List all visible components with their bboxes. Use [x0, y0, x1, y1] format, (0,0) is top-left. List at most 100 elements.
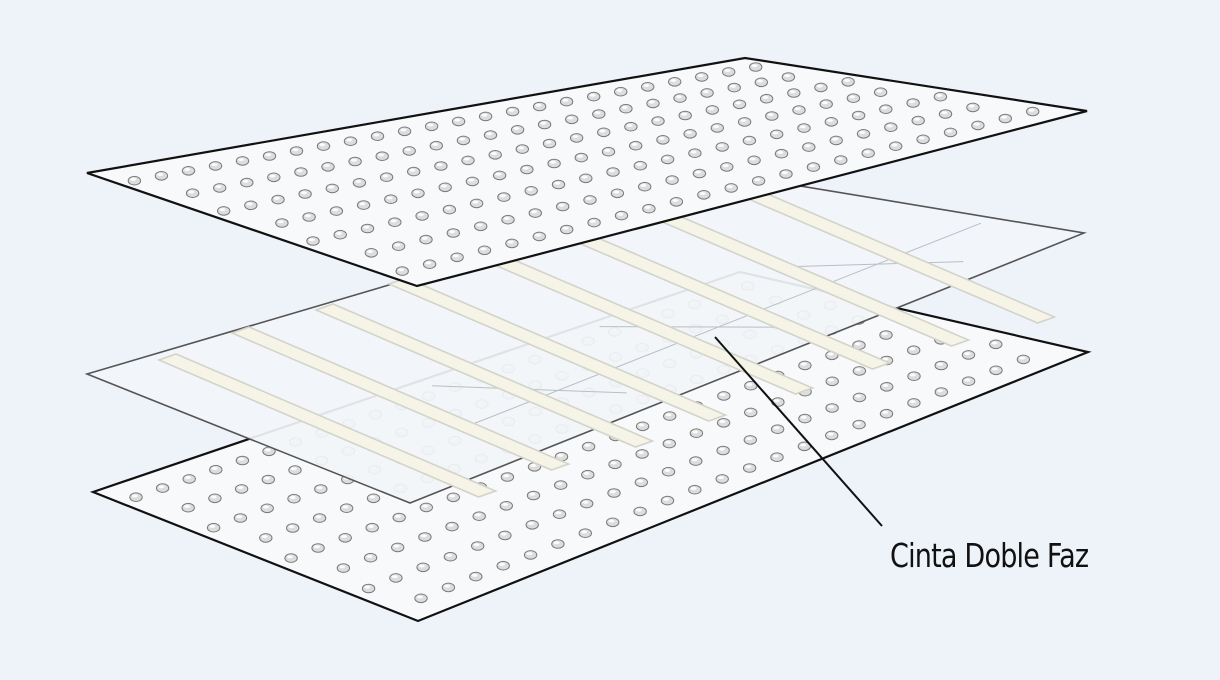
callout-label: Cinta Doble Faz	[890, 536, 1089, 575]
tactile-dot-highlight	[964, 352, 971, 356]
tactile-dot-highlight	[549, 160, 556, 164]
tactile-dot-highlight	[708, 107, 715, 111]
tactile-dot-highlight	[436, 163, 443, 167]
tactile-dot-highlight	[631, 142, 638, 146]
tactile-dot-highlight	[215, 185, 222, 189]
tactile-dot-highlight	[859, 131, 866, 134]
tactile-dot-highlight	[643, 84, 650, 87]
tactile-dot-highlight	[864, 150, 870, 154]
tactile-dot-highlight	[261, 535, 268, 539]
tactile-dot-highlight	[691, 458, 698, 462]
tactile-dot-highlight	[648, 100, 655, 104]
tactile-dot-highlight	[531, 210, 538, 214]
tactile-dot-highlight	[447, 523, 454, 527]
tactile-dot-highlight	[599, 129, 606, 133]
tactile-dot-highlight	[528, 522, 534, 525]
tactile-dot-highlight	[246, 202, 253, 206]
tactile-dot-highlight	[777, 150, 784, 154]
tactile-dot-highlight	[827, 119, 834, 122]
tactile-dot-highlight	[184, 168, 191, 171]
tactile-dot-highlight	[658, 137, 665, 140]
tactile-dot-highlight	[991, 367, 998, 371]
tactile-dot-highlight	[722, 164, 729, 168]
tactile-dot-highlight	[638, 423, 645, 427]
tactile-dot-highlight	[772, 454, 779, 458]
tactile-dot-highlight	[909, 373, 916, 377]
tactile-dot-highlight	[471, 573, 478, 577]
tactile-dot-highlight	[584, 443, 591, 447]
tactile-dot-highlight	[468, 178, 475, 182]
tactile-dot-highlight	[908, 100, 915, 104]
tactile-dot-highlight	[558, 203, 565, 207]
tactile-dot-highlight	[822, 101, 828, 105]
tactile-dot-highlight	[800, 443, 807, 447]
tactile-dot-highlight	[836, 157, 843, 161]
tactile-dot-highlight	[1001, 115, 1008, 119]
tactile-dot-highlight	[313, 545, 320, 549]
tactile-dot-highlight	[265, 153, 272, 157]
tactile-dot-highlight	[665, 440, 672, 444]
tactile-dot-highlight	[264, 448, 271, 452]
tactile-dot-highlight	[296, 169, 303, 173]
tactile-dot-highlight	[1019, 356, 1026, 360]
tactile-plate-top	[86, 56, 1088, 288]
tactile-dot-highlight	[286, 555, 293, 559]
tactile-dot-highlight	[507, 240, 514, 244]
tactile-dot-highlight	[390, 219, 397, 223]
tactile-dot-highlight	[355, 180, 362, 183]
tactile-dot-highlight	[991, 341, 998, 345]
tactile-dot-highlight	[667, 177, 674, 181]
tactile-dot-highlight	[473, 543, 480, 547]
tactile-dot-highlight	[503, 474, 510, 478]
tactile-dot-highlight	[751, 64, 758, 68]
tactile-dot-highlight	[393, 544, 400, 548]
tactile-dot-highlight	[288, 525, 295, 529]
tactile-dot-highlight	[459, 137, 466, 141]
tactile-dot-highlight	[637, 479, 644, 483]
tactile-dot-highlight	[540, 121, 547, 125]
tactile-dot-highlight	[876, 89, 883, 93]
tactile-dot-highlight	[363, 225, 370, 229]
tactile-dot-highlight	[346, 138, 353, 142]
tactile-dot-highlight	[445, 206, 452, 210]
tactile-dot-highlight	[557, 453, 564, 457]
tactile-dot-highlight	[530, 464, 537, 467]
tactile-dot-highlight	[690, 150, 697, 154]
tactile-dot-highlight	[562, 98, 569, 102]
tactile-dot-highlight	[719, 420, 726, 423]
tactile-dot-highlight	[529, 492, 536, 496]
tactile-dot-highlight	[626, 123, 633, 127]
tactile-dot-highlight	[499, 562, 505, 566]
tactile-dot-highlight	[973, 122, 980, 126]
tactile-dot-highlight	[616, 88, 623, 92]
tactile-dot-highlight	[702, 90, 709, 94]
tactile-dot-highlight	[886, 124, 893, 128]
tactile-dot-highlight	[158, 485, 165, 489]
tactile-dot-highlight	[444, 584, 451, 588]
tactile-dot-highlight	[209, 524, 216, 528]
tactile-dot-highlight	[567, 116, 574, 120]
tape-strip	[156, 353, 498, 498]
tactile-dot-highlight	[503, 216, 510, 220]
tactile-dot-highlight	[290, 467, 297, 471]
tactile-dot-highlight	[366, 554, 373, 558]
tactile-dot-highlight	[300, 191, 307, 195]
tactile-dot-highlight	[809, 164, 816, 168]
tactile-dot-highlight	[735, 101, 742, 105]
tactile-dot-highlight	[740, 119, 747, 123]
tactile-dot-highlight	[350, 158, 357, 162]
tactile-dot-highlight	[315, 515, 322, 519]
tactile-dot-highlight	[583, 471, 590, 475]
tactile-dot-highlight	[828, 378, 834, 382]
tactile-dot-highlight	[367, 250, 374, 253]
tactile-dot-highlight	[425, 261, 432, 265]
tactile-dot-highlight	[665, 413, 672, 417]
tactile-dot-highlight	[157, 173, 164, 176]
tactile-dot-highlight	[130, 177, 137, 181]
tactile-dot-highlight	[718, 476, 724, 480]
tactile-dot-highlight	[854, 112, 861, 116]
tactile-dot-highlight	[718, 447, 725, 451]
tactile-dot-highlight	[1028, 108, 1035, 112]
tactile-dot-highlight	[562, 226, 569, 230]
